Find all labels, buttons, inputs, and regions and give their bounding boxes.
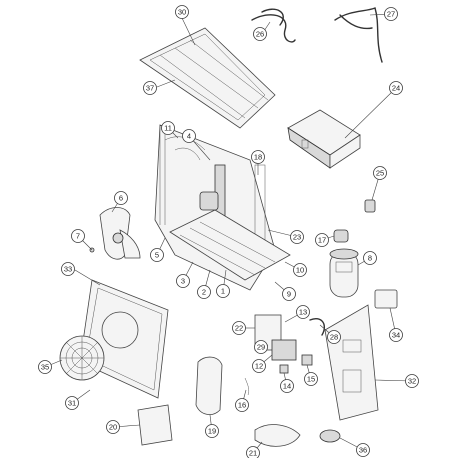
- callout-17: 17: [315, 233, 329, 247]
- part-19-shape: [195, 356, 223, 415]
- svg-text:9: 9: [287, 290, 291, 299]
- callout-28: 28: [327, 330, 341, 344]
- fan-blade-part: [99, 207, 141, 260]
- callout-6: 6: [114, 191, 128, 205]
- part-17-shape: [333, 229, 349, 243]
- svg-text:8: 8: [368, 254, 372, 263]
- svg-text:35: 35: [41, 363, 49, 372]
- callout-15: 15: [304, 372, 318, 386]
- compressor-part: [329, 248, 359, 298]
- valve-assembly-part: [254, 314, 326, 361]
- callout-7: 7: [71, 229, 85, 243]
- callout-25: 25: [373, 166, 387, 180]
- svg-text:29: 29: [257, 343, 265, 352]
- callout-20: 20: [106, 420, 120, 434]
- svg-text:19: 19: [208, 427, 216, 436]
- front-panel-part: [59, 279, 169, 399]
- callout-26: 26: [253, 27, 267, 41]
- svg-text:34: 34: [392, 331, 400, 340]
- svg-text:6: 6: [119, 194, 123, 203]
- svg-text:33: 33: [64, 265, 72, 274]
- callout-35: 35: [38, 360, 52, 374]
- svg-text:13: 13: [299, 308, 307, 317]
- svg-text:12: 12: [255, 362, 263, 371]
- part-20-shape: [137, 404, 173, 446]
- svg-text:26: 26: [256, 30, 264, 39]
- callout-22: 22: [232, 321, 246, 335]
- electrical-box-part: [287, 109, 361, 169]
- svg-text:16: 16: [238, 401, 246, 410]
- svg-text:11: 11: [164, 124, 172, 133]
- svg-text:28: 28: [330, 333, 338, 342]
- part-25-shape: [364, 199, 376, 213]
- svg-text:15: 15: [307, 375, 315, 384]
- svg-text:5: 5: [155, 251, 159, 260]
- callout-9: 9: [282, 287, 296, 301]
- callout-3: 3: [176, 274, 190, 288]
- callout-4: 4: [182, 129, 196, 143]
- svg-text:37: 37: [146, 84, 154, 93]
- callout-19: 19: [205, 424, 219, 438]
- svg-text:32: 32: [408, 377, 416, 386]
- callout-29: 29: [254, 340, 268, 354]
- svg-text:20: 20: [109, 423, 117, 432]
- callout-34: 34: [389, 328, 403, 342]
- callout-2: 2: [197, 285, 211, 299]
- svg-text:31: 31: [68, 399, 76, 408]
- callout-23: 23: [290, 230, 304, 244]
- svg-text:3: 3: [181, 277, 185, 286]
- svg-text:21: 21: [249, 449, 257, 458]
- svg-text:36: 36: [359, 446, 367, 455]
- part-36-shape: [319, 429, 341, 443]
- svg-text:22: 22: [235, 324, 243, 333]
- callout-24: 24: [389, 81, 403, 95]
- pipe-parts: [251, 7, 383, 63]
- top-cover-part: [139, 27, 276, 129]
- callout-11: 11: [161, 121, 175, 135]
- svg-text:10: 10: [296, 266, 304, 275]
- callout-5: 5: [150, 248, 164, 262]
- side-panel-part: [324, 304, 379, 421]
- callout-13: 13: [296, 305, 310, 319]
- callout-16: 16: [235, 398, 249, 412]
- callout-10: 10: [293, 263, 307, 277]
- callout-37: 37: [143, 81, 157, 95]
- svg-text:17: 17: [318, 236, 326, 245]
- svg-text:14: 14: [283, 382, 291, 391]
- callout-21: 21: [246, 446, 260, 458]
- callout-36: 36: [356, 443, 370, 457]
- callout-1: 1: [216, 284, 230, 298]
- callout-12: 12: [252, 359, 266, 373]
- svg-text:30: 30: [178, 8, 186, 17]
- part-21-shape: [254, 424, 301, 447]
- callout-31: 31: [65, 396, 79, 410]
- callout-27: 27: [384, 7, 398, 21]
- callout-32: 32: [405, 374, 419, 388]
- svg-text:2: 2: [202, 288, 206, 297]
- callout-30: 30: [175, 5, 189, 19]
- svg-text:1: 1: [221, 287, 225, 296]
- svg-text:18: 18: [254, 153, 262, 162]
- callout-8: 8: [363, 251, 377, 265]
- svg-text:27: 27: [387, 10, 395, 19]
- callout-18: 18: [251, 150, 265, 164]
- svg-text:25: 25: [376, 169, 384, 178]
- main-chassis-part: [154, 124, 291, 291]
- callout-33: 33: [61, 262, 75, 276]
- svg-text:24: 24: [392, 84, 400, 93]
- part-34-shape: [374, 289, 398, 309]
- callout-14: 14: [280, 379, 294, 393]
- wire-16-shape: [244, 377, 250, 396]
- svg-text:4: 4: [187, 132, 191, 141]
- svg-text:23: 23: [293, 233, 301, 242]
- svg-text:7: 7: [76, 232, 80, 241]
